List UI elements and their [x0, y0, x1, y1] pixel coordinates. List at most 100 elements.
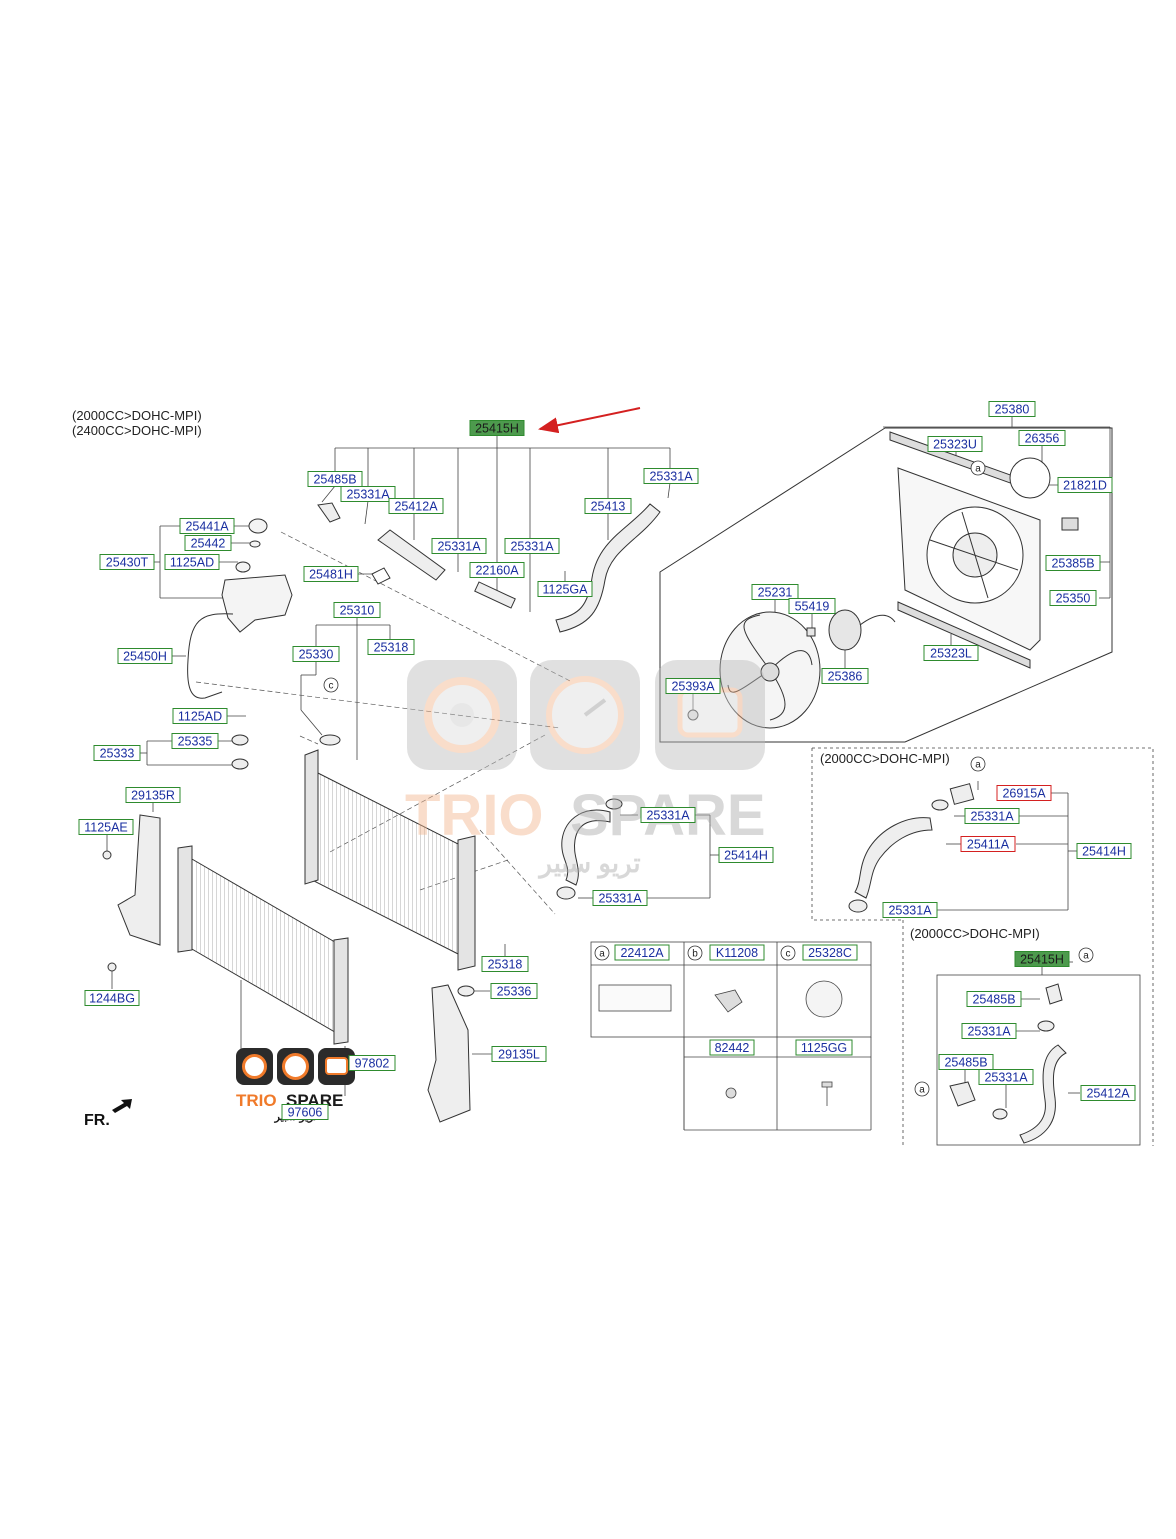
fan-blade: [687, 611, 821, 729]
part-label-25412A[interactable]: 25412A: [1080, 1085, 1136, 1101]
svg-text:82442: 82442: [715, 1041, 750, 1055]
part-label-25331A[interactable]: 25331A: [961, 1023, 1017, 1039]
inset-note-upper-hose: (2000CC>DOHC-MPI): [910, 926, 1040, 941]
part-label-25414H[interactable]: 25414H: [718, 847, 774, 863]
part-label-25331A[interactable]: 25331A: [431, 538, 487, 554]
front-direction-label: FR.: [84, 1112, 110, 1129]
svg-text:a: a: [975, 760, 981, 771]
legend-col-c: c 25328C: [780, 944, 858, 961]
svg-text:25328C: 25328C: [808, 946, 852, 960]
part-label-25318[interactable]: 25318: [367, 639, 415, 655]
part-label-25331A[interactable]: 25331A: [978, 1069, 1034, 1085]
part-label-25331A[interactable]: 25331A: [340, 486, 396, 502]
part-label-25380[interactable]: 25380: [988, 401, 1036, 417]
svg-text:c: c: [786, 949, 791, 960]
svg-text:25331A: 25331A: [646, 809, 690, 823]
highlight-arrow: [538, 407, 641, 434]
part-label-1125AD[interactable]: 1125AD: [172, 708, 228, 724]
svg-text:25393A: 25393A: [671, 680, 715, 694]
part-label-25318[interactable]: 25318: [481, 956, 529, 972]
part-label-25336[interactable]: 25336: [490, 983, 538, 999]
part-label-25415H[interactable]: 25415H: [1014, 951, 1070, 967]
part-label-25441A[interactable]: 25441A: [179, 518, 235, 534]
part-label-25350[interactable]: 25350: [1049, 590, 1097, 606]
part-label-97606[interactable]: 97606: [281, 1104, 329, 1120]
part-label-25335[interactable]: 25335: [171, 733, 219, 749]
part-label-1125GA[interactable]: 1125GA: [537, 581, 593, 597]
svg-text:25331A: 25331A: [346, 488, 390, 502]
watermark: TRIO SPARE تريو سبير: [405, 660, 766, 879]
svg-text:25481H: 25481H: [309, 568, 353, 582]
part-label-25330[interactable]: 25330: [292, 646, 340, 662]
disc-brake-icon: [407, 660, 517, 770]
part-label-K11208[interactable]: [709, 944, 765, 961]
part-label-25485B[interactable]: 25485B: [307, 471, 363, 487]
part-label-25323L[interactable]: 25323L: [923, 645, 979, 661]
svg-text:25485B: 25485B: [972, 993, 1015, 1007]
part-label-25331A[interactable]: 25331A: [640, 807, 696, 823]
svg-text:a: a: [1083, 951, 1089, 962]
part-label-25411A[interactable]: 25411A: [960, 836, 1016, 852]
part-label-25450H[interactable]: 25450H: [117, 648, 173, 664]
part-label-26915A[interactable]: 26915A: [996, 785, 1052, 801]
watermark-arabic: تريو سبير: [537, 848, 640, 879]
part-label-25333[interactable]: 25333: [93, 745, 141, 761]
svg-text:a: a: [919, 1085, 925, 1096]
part-label-25414H[interactable]: 25414H: [1076, 843, 1132, 859]
svg-text:25430T: 25430T: [106, 556, 149, 570]
svg-text:1244BG: 1244BG: [89, 992, 135, 1006]
svg-text:25485B: 25485B: [313, 473, 356, 487]
part-label-25328C[interactable]: [802, 944, 858, 961]
svg-text:25335: 25335: [178, 735, 213, 749]
svg-text:25331A: 25331A: [888, 904, 932, 918]
part-label-25331A[interactable]: 25331A: [643, 468, 699, 484]
part-label-25485B[interactable]: 25485B: [966, 991, 1022, 1007]
watermark-brand-primary: TRIO: [405, 783, 544, 848]
part-label-25415H[interactable]: 25415H: [469, 420, 525, 436]
part-label-25331A[interactable]: 25331A: [964, 808, 1020, 824]
part-label-26356[interactable]: 26356: [1018, 430, 1066, 446]
part-label-25331A[interactable]: 25331A: [882, 902, 938, 918]
side-brackets: [102, 814, 471, 1123]
svg-text:25386: 25386: [828, 670, 863, 684]
part-label-29135L[interactable]: 29135L: [491, 1046, 547, 1062]
part-label-1125GG[interactable]: [795, 1039, 853, 1056]
part-label-25331A[interactable]: 25331A: [592, 890, 648, 906]
part-label-25481H[interactable]: 25481H: [303, 566, 359, 582]
part-label-25386[interactable]: 25386: [821, 668, 869, 684]
part-label-25412A[interactable]: 25412A: [388, 498, 444, 514]
part-label-25331A[interactable]: 25331A: [504, 538, 560, 554]
part-label-25442[interactable]: 25442: [184, 535, 232, 551]
svg-text:22160A: 22160A: [475, 564, 519, 578]
svg-text:1125AD: 1125AD: [170, 556, 214, 570]
fan-shroud-panel: [659, 427, 1113, 743]
part-label-82442[interactable]: [709, 1039, 755, 1056]
part-label-25485B[interactable]: 25485B: [938, 1054, 994, 1070]
svg-text:25331A: 25331A: [510, 540, 554, 554]
circle-marker-a: a: [970, 756, 986, 772]
circle-marker-a: a: [970, 460, 986, 476]
part-label-25430T[interactable]: 25430T: [99, 554, 155, 570]
part-label-22412A[interactable]: [614, 944, 670, 961]
svg-text:a: a: [975, 464, 981, 475]
part-label-25310[interactable]: 25310: [333, 602, 381, 618]
front-direction-arrow-icon: [112, 1099, 132, 1113]
part-label-1125AE[interactable]: 1125AE: [78, 819, 134, 835]
part-label-25385B[interactable]: 25385B: [1045, 555, 1101, 571]
part-label-1244BG[interactable]: 1244BG: [84, 990, 140, 1006]
part-label-97802[interactable]: 97802: [348, 1055, 396, 1071]
part-label-21821D[interactable]: 21821D: [1057, 477, 1113, 493]
part-label-25323U[interactable]: 25323U: [927, 436, 983, 452]
part-label-55419[interactable]: 55419: [788, 598, 836, 614]
svg-text:29135R: 29135R: [131, 789, 175, 803]
svg-text:25412A: 25412A: [1086, 1087, 1130, 1101]
part-label-25231[interactable]: 25231: [751, 584, 799, 600]
part-label-25393A[interactable]: 25393A: [665, 678, 721, 694]
part-label-25413[interactable]: 25413: [584, 498, 632, 514]
part-label-22160A[interactable]: 22160A: [469, 562, 525, 578]
inset-note-lower-hose: (2000CC>DOHC-MPI): [820, 751, 950, 766]
svg-text:25331A: 25331A: [967, 1025, 1011, 1039]
part-label-29135R[interactable]: 29135R: [125, 787, 181, 803]
part-label-1125AD[interactable]: 1125AD: [164, 554, 220, 570]
svg-text:25336: 25336: [497, 985, 532, 999]
